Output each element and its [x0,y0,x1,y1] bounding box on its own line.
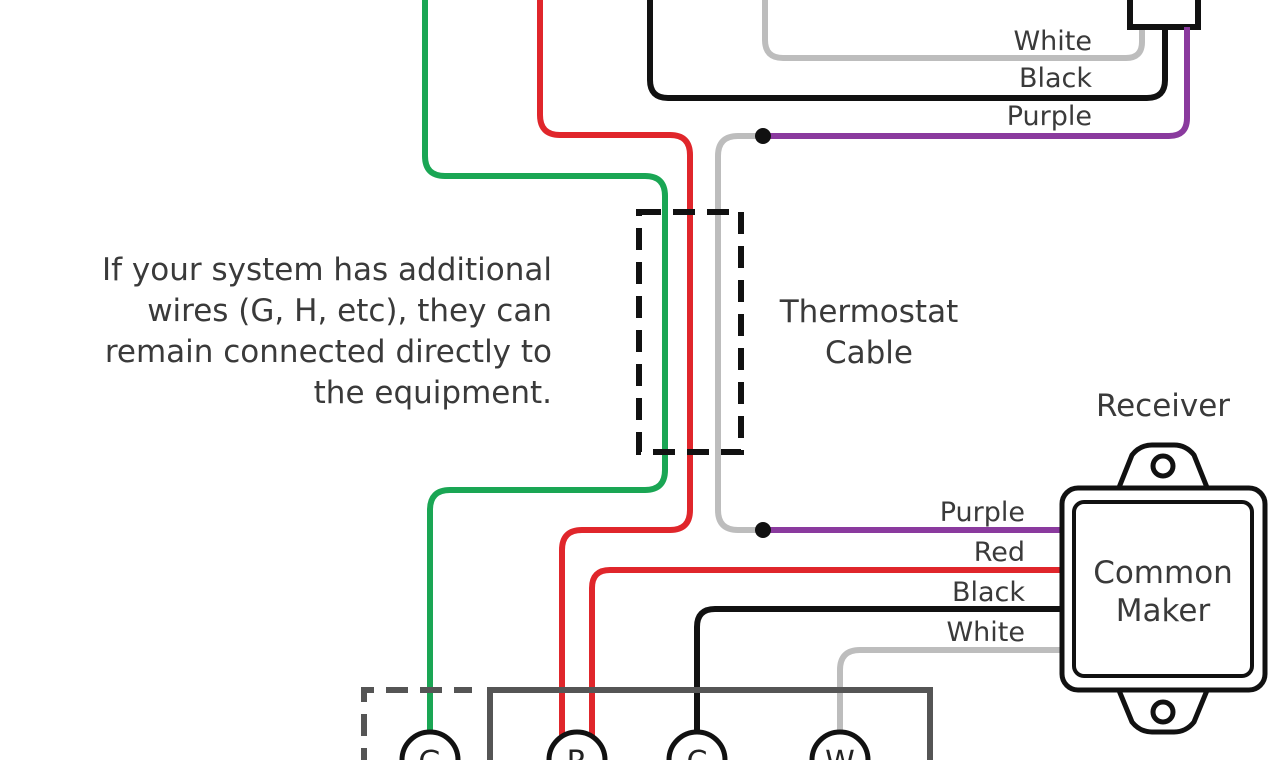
receiver-line-1: Common [1093,555,1233,591]
terminal-r: R [546,729,608,760]
terminal-g-circle [399,729,461,760]
receiver-device [1059,442,1268,735]
cable-label-line-2: Cable [825,335,913,371]
terminal-w-label: W [825,745,855,760]
thermostat-cable-box [636,209,744,455]
terminal-w-circle [809,729,871,760]
note-line-1: If your system has additional [102,252,552,288]
receiver-white-wire [837,647,1065,740]
receiver-mount-hole-bottom [1150,699,1176,725]
note-text: If your system has additional wires (G, … [102,252,552,411]
top-white-loop-wire [762,0,1145,61]
terminal-c-circle [666,729,728,760]
receiver-black-label: Black [952,577,1025,608]
receiver-mount-hole-top [1150,453,1176,479]
receiver-red-label: Red [974,537,1025,568]
receiver-red-wire [589,567,1065,740]
note-line-2: wires (G, H, etc), they can [147,293,552,329]
green-wire [422,0,668,740]
top-white-label: White [1013,26,1092,57]
junction-dot-bottom [755,522,771,538]
receiver-black-wire [694,606,1065,740]
top-black-label: Black [1019,63,1092,94]
top-black-loop-wire [647,0,1168,101]
terminal-g-label: G [418,745,441,760]
terminal-r-label: R [567,745,588,760]
cable-label-line-1: Thermostat [779,294,958,330]
equipment-dashed-box [361,687,472,760]
receiver-purple-label: Purple [940,497,1025,528]
receiver-white-label: White [946,617,1025,648]
note-line-4: the equipment. [314,375,552,411]
terminal-c-label: C [687,745,708,760]
receiver-line-2: Maker [1116,593,1211,629]
receiver-inner-body [1072,500,1254,678]
cable-gray-wire [715,133,763,533]
top-purple-label: Purple [1007,101,1092,132]
top-purple-wire [763,27,1190,139]
junction-dot-top [755,128,771,144]
note-line-3: remain connected directly to [105,334,552,370]
receiver-title: Receiver [1096,388,1230,424]
terminal-w: W [809,729,871,760]
top-connector-box [1127,0,1201,30]
terminal-c: C [666,729,728,760]
red-wire-top [537,0,693,740]
equipment-box [487,687,933,760]
terminal-r-circle [546,729,608,760]
terminal-g: G [399,729,461,760]
